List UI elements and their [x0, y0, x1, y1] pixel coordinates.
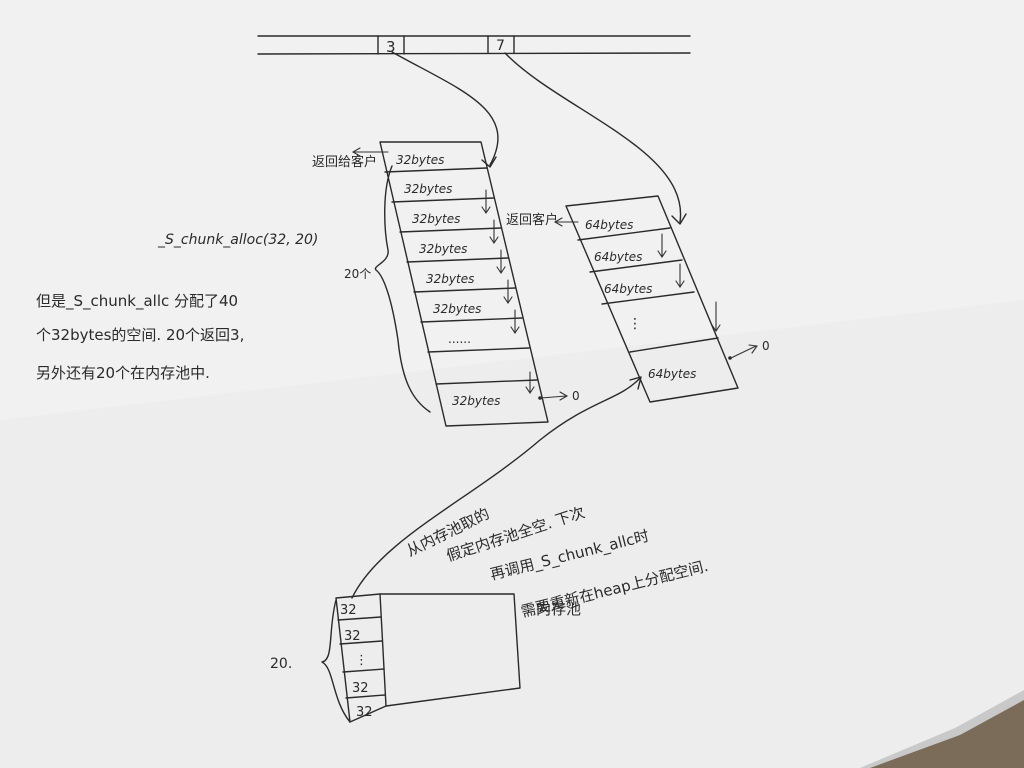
- pool-block-ellipsis: ⋮: [355, 653, 368, 668]
- slot7-arrowhead: [671, 213, 687, 225]
- chunk-alloc-call-label: _S_chunk_alloc(32, 20): [157, 232, 318, 248]
- block-32-label: 32bytes: [426, 272, 474, 286]
- block-64-label: 64bytes: [648, 367, 696, 381]
- pool-to-list-arrow: [351, 377, 641, 599]
- slot3-pointer-arrow: [391, 51, 499, 166]
- pool-title: 内存池: [536, 600, 581, 618]
- block-32-label: 32bytes: [419, 242, 467, 256]
- block-64-ellipsis: ⋮: [628, 316, 642, 332]
- slot7-pointer-arrow: [504, 52, 682, 223]
- block-32-ellipsis: ......: [448, 332, 471, 346]
- pool-block-label: 32: [344, 629, 361, 644]
- pool-arrowhead: [629, 376, 642, 390]
- left-note-line: 另外还有20个在内存池中.: [36, 364, 210, 382]
- return-to-client-64: 返回客户: [506, 212, 558, 228]
- slot-index-3: 3: [386, 38, 396, 56]
- count-20-label: 20个: [344, 267, 371, 281]
- null-terminator-64: 0: [762, 339, 770, 353]
- free-list-array: 3 7: [257, 35, 691, 56]
- list-64-bytes: 64bytes 64bytes 64bytes ⋮ 64bytes 0: [565, 195, 770, 403]
- left-note: 但是_S_chunk_allc 分配了40 个32bytes的空间. 20个返回…: [36, 292, 244, 382]
- pool-block-label: 32: [356, 705, 373, 720]
- block-64-label: 64bytes: [594, 250, 642, 264]
- block-32-label: 32bytes: [412, 212, 460, 226]
- return-to-client-32: 返回给客户: [312, 154, 377, 170]
- pool-block-label: 32: [352, 681, 369, 696]
- return-arrow-64: [553, 217, 579, 227]
- slot-index-7: 7: [496, 38, 505, 54]
- slot3-arrowhead: [481, 156, 497, 168]
- pool-block-label: 32: [340, 603, 357, 618]
- block-32-label: 32bytes: [452, 394, 500, 408]
- left-note-line: 但是_S_chunk_allc 分配了40: [36, 292, 238, 311]
- pool-count-label: 20.: [270, 656, 292, 672]
- block-32-label: 32bytes: [433, 302, 481, 316]
- block-64-label: 64bytes: [604, 282, 652, 296]
- block-32-label: 32bytes: [404, 182, 452, 196]
- block-64-label: 64bytes: [585, 218, 633, 232]
- memory-pool: 32 32 ⋮ 32 32 20. 内存池: [270, 593, 581, 723]
- null-terminator-32: 0: [572, 389, 580, 403]
- block-32-label: 32bytes: [396, 153, 444, 167]
- paper-highlight: [0, 0, 1024, 420]
- return-arrow-32: [351, 147, 389, 157]
- left-note-line: 个32bytes的空间. 20个返回3,: [36, 326, 244, 344]
- list-32-bytes: 32bytes 32bytes 32bytes 32bytes 32bytes …: [374, 141, 580, 427]
